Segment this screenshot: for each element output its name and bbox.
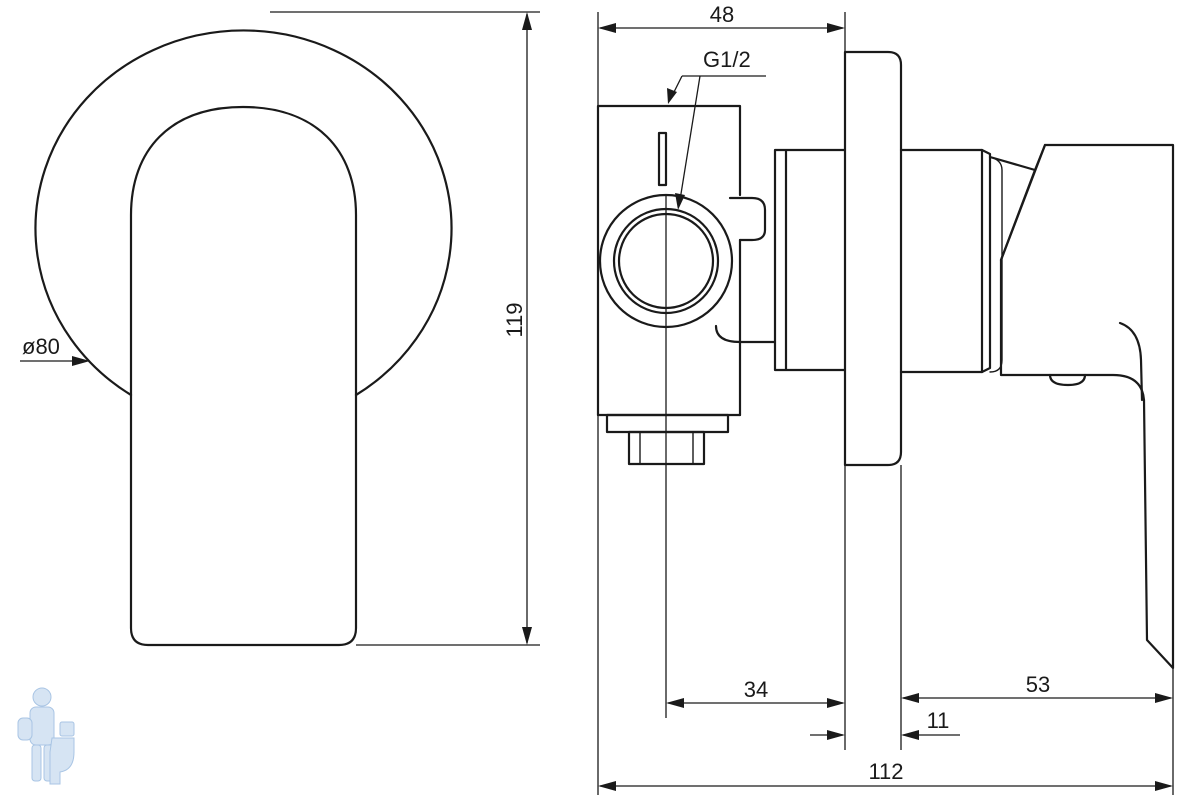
indicator-stem <box>657 131 668 187</box>
watermark-plumber-icon <box>17 687 75 785</box>
wall-plate <box>843 50 903 467</box>
dim-plate-thickness: 11 <box>927 708 950 733</box>
dim-front-diameter: ø80 <box>22 334 60 359</box>
handle-lever <box>129 105 358 647</box>
dim-outlet-offset: 34 <box>744 677 768 702</box>
bottom-nut-wide <box>605 413 730 434</box>
dim-handle-depth: 53 <box>1026 672 1050 697</box>
dim-front-height: 119 <box>502 302 527 337</box>
handle-profile <box>988 143 1175 670</box>
thread-callout: G1/2 <box>667 47 766 210</box>
dim-thread: G1/2 <box>703 47 751 72</box>
dim-total-depth: 112 <box>868 759 903 784</box>
side-connector <box>728 196 767 242</box>
hub-right <box>899 148 984 374</box>
side-dimensions: 48 34 53 11 112 <box>597 2 1174 795</box>
dim-side-depth-top: 48 <box>710 2 734 27</box>
front-dimensions: 119 ø80 <box>20 11 540 646</box>
side-view <box>596 50 1175 670</box>
cover-plate-circle <box>34 29 453 397</box>
front-view <box>34 29 453 647</box>
hub-left <box>773 148 847 372</box>
